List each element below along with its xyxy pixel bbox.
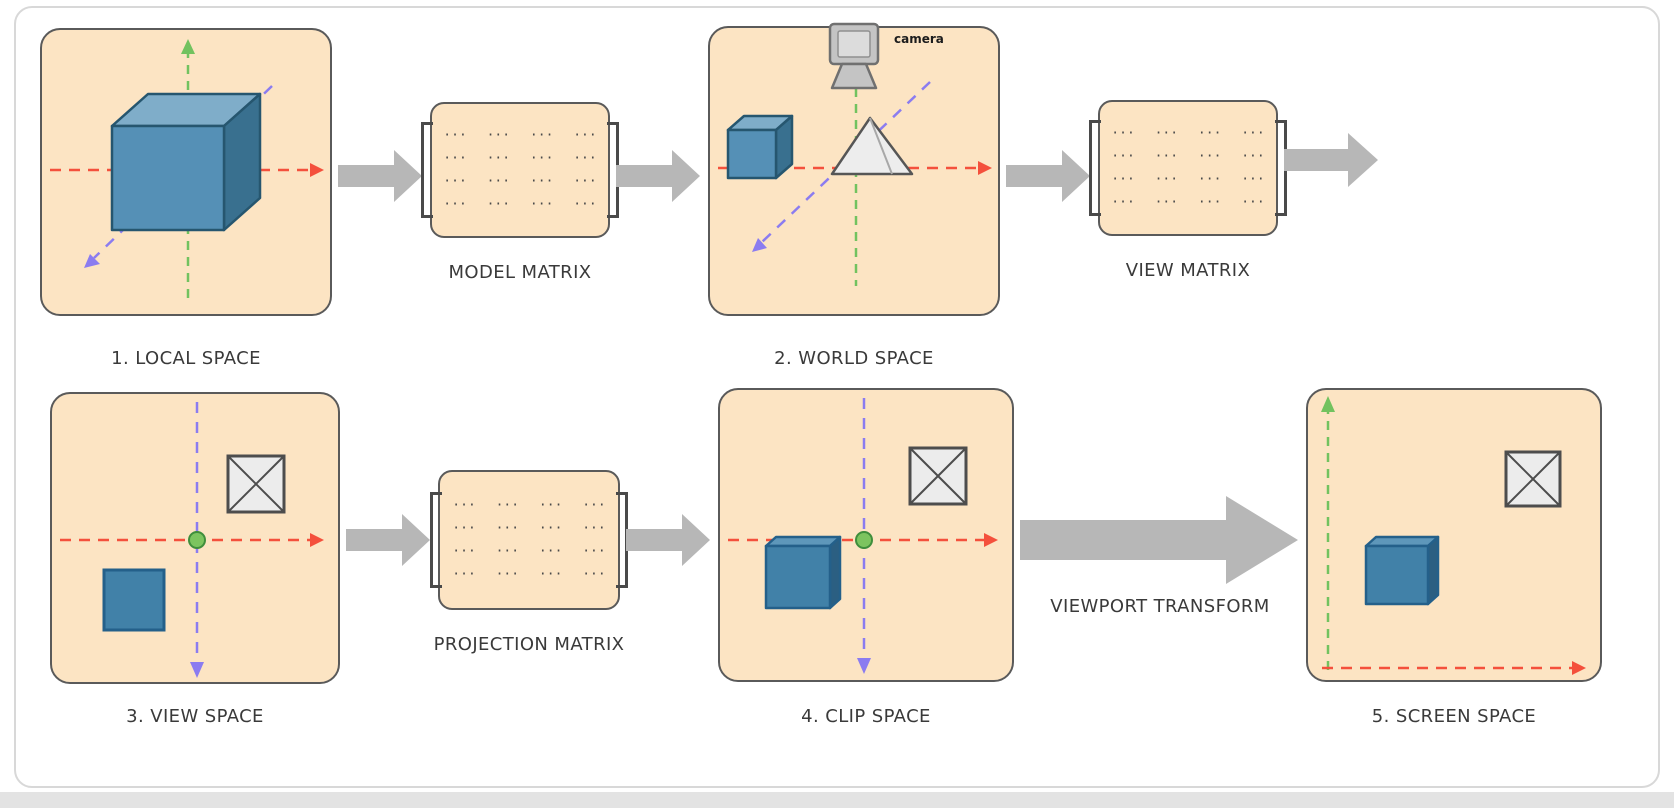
origin-dot-icon [188,531,206,549]
arrow-model-to-world [616,148,702,208]
world-space-label: 2. WORLD SPACE [774,348,934,369]
view-matrix-box: ··· ··· ··· ··· ··· ··· ··· ··· ··· ··· … [1089,100,1287,236]
screen-space-label: 5. SCREEN SPACE [1371,706,1537,727]
arrow-right-icon [1020,496,1298,584]
arrow-right-icon [1006,150,1090,202]
arrow-view-matrix-out [1284,131,1380,193]
matrix-row: ··· ··· ··· ··· [443,151,597,166]
x-axis-arrowhead [978,161,992,175]
local-space-scene [50,39,324,298]
matrix-left-bracket [1089,120,1102,216]
projection-matrix: ··· ··· ··· ··· ··· ··· ··· ··· ··· ··· … [430,492,628,588]
clip-space-scene [728,398,998,674]
arrow-view-to-projection [346,512,432,572]
bottom-strip [0,792,1674,808]
cube-icon [1364,535,1440,606]
matrix-row: ··· ··· ··· ··· [1111,172,1265,187]
pyramid-icon [830,116,914,176]
arrow-local-to-model [338,148,424,208]
y-axis-arrowhead [181,39,195,54]
screen-space-scene [1321,396,1586,675]
clipped-square-icon [226,454,286,514]
view-space-scene [60,402,324,678]
arrow-right-icon [338,150,422,202]
arrow-right-icon [616,150,700,202]
projection-matrix-label: PROJECTION MATRIX [433,634,625,655]
arrow-viewport-transform [1020,494,1300,590]
arrow-right-icon [346,514,430,566]
matrix-row: ··· ··· ··· ··· [1111,149,1265,164]
matrix-row: ··· ··· ··· ··· [1111,126,1265,141]
z-axis-arrowhead [752,238,767,252]
matrix-row: ··· ··· ··· ··· [443,128,597,143]
matrix-row: ··· ··· ··· ··· [443,197,597,212]
model-matrix: ··· ··· ··· ··· ··· ··· ··· ··· ··· ··· … [421,122,619,218]
stage-view-space [50,392,340,684]
y-axis-arrowhead [190,662,204,678]
matrix-row: ··· ··· ··· ··· [452,521,606,536]
camera-label: camera [894,32,944,46]
matrix-row: ··· ··· ··· ··· [452,498,606,513]
view-matrix-label: VIEW MATRIX [1125,260,1251,281]
cube-icon [110,92,262,232]
clipped-square-icon [908,446,968,506]
y-axis-arrowhead [857,658,871,674]
clip-space-label: 4. CLIP SPACE [801,706,931,727]
matrix-row: ··· ··· ··· ··· [1111,195,1265,210]
arrow-right-icon [1284,133,1378,187]
arrow-projection-to-clip [626,512,712,572]
arrow-right-icon [626,514,710,566]
origin-dot-icon [855,531,873,549]
local-space-label: 1. LOCAL SPACE [111,348,261,369]
square-object-icon [102,568,166,632]
model-matrix-label: MODEL MATRIX [448,262,592,283]
view-matrix: ··· ··· ··· ··· ··· ··· ··· ··· ··· ··· … [1089,120,1287,216]
viewport-transform-label: VIEWPORT TRANSFORM [1050,596,1270,617]
matrix-left-bracket [421,122,434,218]
model-matrix-box: ··· ··· ··· ··· ··· ··· ··· ··· ··· ··· … [421,102,619,238]
stage-local-space [40,28,332,316]
x-axis-arrowhead [310,163,324,177]
projection-matrix-box: ··· ··· ··· ··· ··· ··· ··· ··· ··· ··· … [430,470,628,610]
matrix-row: ··· ··· ··· ··· [443,174,597,189]
camera-icon [818,14,890,98]
stage-clip-space [718,388,1014,682]
stage-screen-space [1306,388,1602,682]
x-axis-arrowhead [1572,661,1586,675]
arrow-world-to-view [1006,148,1092,208]
x-axis-arrowhead [310,533,324,547]
z-axis-arrowhead [84,254,100,268]
world-space-scene [718,81,992,286]
matrix-left-bracket [430,492,443,588]
clipped-square-icon [1504,450,1562,508]
y-axis-arrowhead [1321,396,1335,412]
cube-icon [726,114,794,180]
matrix-row: ··· ··· ··· ··· [452,544,606,559]
view-space-label: 3. VIEW SPACE [126,706,264,727]
x-axis-arrowhead [984,533,998,547]
matrix-row: ··· ··· ··· ··· [452,567,606,582]
cube-icon [764,535,842,610]
